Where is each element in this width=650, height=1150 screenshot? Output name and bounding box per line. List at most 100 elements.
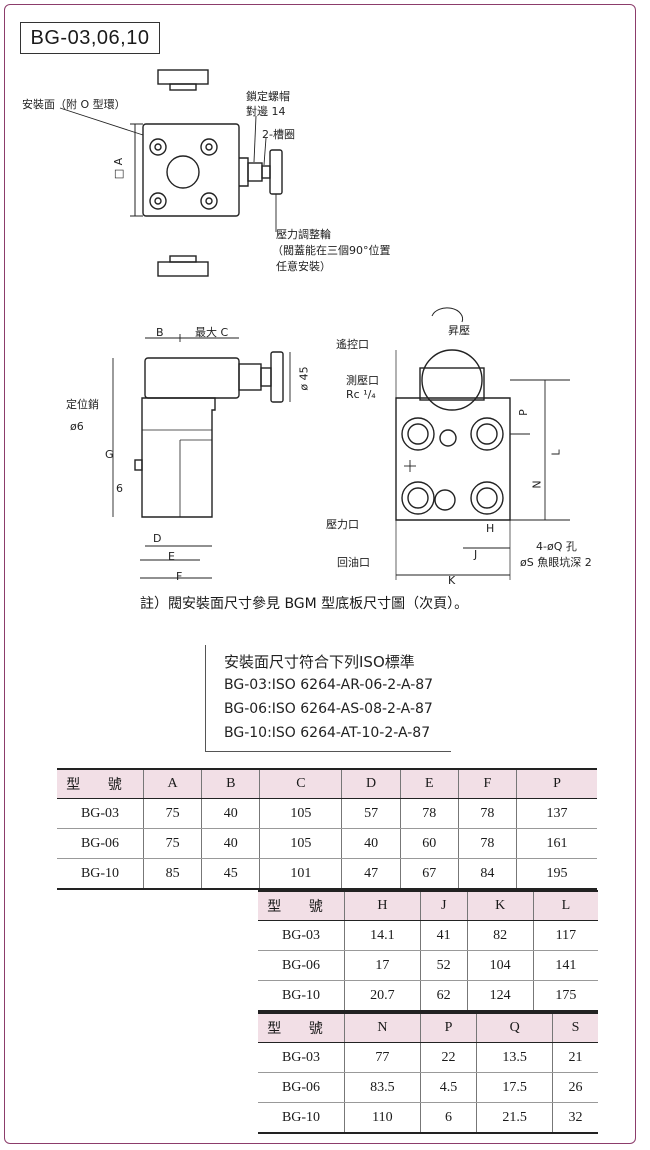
iso-standards-box: 安裝面尺寸符合下列ISO標準 BG-03:ISO 6264-AR-06-2-A-… [205, 645, 451, 752]
table-cell: BG-10 [258, 1102, 345, 1134]
label-return-port: 回油口 [337, 556, 370, 569]
table-cell: 77 [344, 1042, 421, 1073]
table-cell: 21 [552, 1042, 598, 1073]
table-cell: 14.1 [344, 920, 421, 951]
table-cell: 104 [467, 950, 534, 981]
drawing-note: 註）閥安裝面尺寸參見 BGM 型底板尺寸圖（次頁）。 [140, 596, 469, 612]
table-cell: 75 [143, 798, 203, 829]
table-header-cell: B [201, 768, 261, 799]
table-cell: 85 [143, 858, 203, 890]
label-remote-port: 遙控口 [336, 338, 369, 351]
table-header-cell: C [259, 768, 343, 799]
table-cell: 141 [533, 950, 598, 981]
label-locating-pin: 定位銷 [66, 398, 99, 411]
table-cell: 13.5 [476, 1042, 554, 1073]
model-title: BG-03,06,10 [20, 22, 160, 54]
label-pressure-wheel: 壓力調整輪 [276, 228, 331, 241]
table-cell: 78 [400, 798, 459, 829]
table-cell: 60 [400, 828, 459, 859]
table-header-row: 型 號 H J K L [258, 890, 598, 921]
table-header-cell: Q [476, 1012, 554, 1043]
label-dim-g: G [105, 448, 114, 461]
table-cell: 45 [201, 858, 261, 890]
table-header-cell: E [400, 768, 459, 799]
table-header-cell: K [467, 890, 534, 921]
table-header-cell: S [552, 1012, 598, 1043]
label-spot-face: øS 魚眼坑深 2 [520, 556, 592, 569]
label-dim-6: 6 [116, 482, 123, 495]
table-cell: 20.7 [344, 980, 421, 1012]
table-header-cell: F [458, 768, 518, 799]
label-across-flats: 對邊 14 [246, 105, 286, 118]
table-cell: 47 [341, 858, 401, 890]
table-cell: BG-06 [258, 1072, 345, 1103]
label-dim-k: K [448, 574, 456, 587]
table-cell: 67 [400, 858, 459, 890]
table-cell: 101 [259, 858, 343, 890]
iso-heading: 安裝面尺寸符合下列ISO標準 [224, 653, 415, 671]
iso-line-bg03: BG-03:ISO 6264-AR-06-2-A-87 [224, 677, 434, 693]
label-pressure-port: 壓力口 [326, 518, 359, 531]
table-cell: 17.5 [476, 1072, 554, 1103]
table-cell: BG-10 [258, 980, 345, 1012]
table-cell: 82 [467, 920, 534, 951]
table-cell: 62 [420, 980, 468, 1012]
label-dim-p: P [516, 409, 530, 416]
table-header-cell: L [533, 890, 598, 921]
label-wheel-note-1: （閥蓋能在三個90°位置 [272, 244, 391, 257]
table-cell: 137 [516, 798, 597, 829]
table-cell: 32 [552, 1102, 598, 1134]
table-cell: 26 [552, 1072, 598, 1103]
top-view [59, 69, 283, 277]
table-header-cell: D [341, 768, 401, 799]
table-cell: 105 [259, 828, 343, 859]
table-cell: 78 [458, 828, 518, 859]
technical-drawing [59, 69, 570, 580]
table-cell: BG-06 [57, 828, 144, 859]
table-header-row: 型 號 N P Q S [258, 1012, 598, 1043]
front-view [395, 307, 570, 580]
table-cell: 124 [467, 980, 534, 1012]
table-header-cell: A [143, 768, 203, 799]
label-rc: Rc ¹/₄ [346, 388, 376, 401]
table-cell: 40 [201, 828, 261, 859]
table-header-row: 型 號 A B C D E F P [57, 768, 597, 799]
label-dim-h: H [486, 522, 495, 535]
label-hole-note: 4-øQ 孔 [536, 540, 577, 553]
table-cell: 161 [516, 828, 597, 859]
label-phi6: ø6 [70, 420, 84, 433]
table-cell: 175 [533, 980, 598, 1012]
label-dim-f: F [176, 570, 183, 583]
table-header-cell: 型 號 [258, 890, 345, 921]
iso-line-bg10: BG-10:ISO 6264-AT-10-2-A-87 [224, 725, 431, 741]
table-cell: 117 [533, 920, 598, 951]
table-header-cell: P [516, 768, 597, 799]
label-dim-b: B [156, 326, 164, 339]
label-dim-d: D [153, 532, 162, 545]
label-dim-j: J [474, 548, 478, 561]
label-mount-face: 安裝面（附 O 型環） [22, 98, 126, 111]
table-cell: 105 [259, 798, 343, 829]
label-o-ring: 2-槽圈 [262, 128, 295, 141]
table-header-cell: P [420, 1012, 478, 1043]
label-dim-a: □ A [112, 157, 126, 180]
label-gauge-port: 測壓口 [346, 374, 379, 387]
page-frame [4, 4, 636, 1144]
table-header-cell: N [344, 1012, 421, 1043]
table-cell: 6 [420, 1102, 478, 1134]
table-cell: 52 [420, 950, 468, 981]
table-cell: 84 [458, 858, 518, 890]
table-cell: 41 [420, 920, 468, 951]
table-cell: 40 [341, 828, 401, 859]
table-cell: BG-10 [57, 858, 144, 890]
label-dim-max-c: 最大 C [195, 326, 229, 339]
